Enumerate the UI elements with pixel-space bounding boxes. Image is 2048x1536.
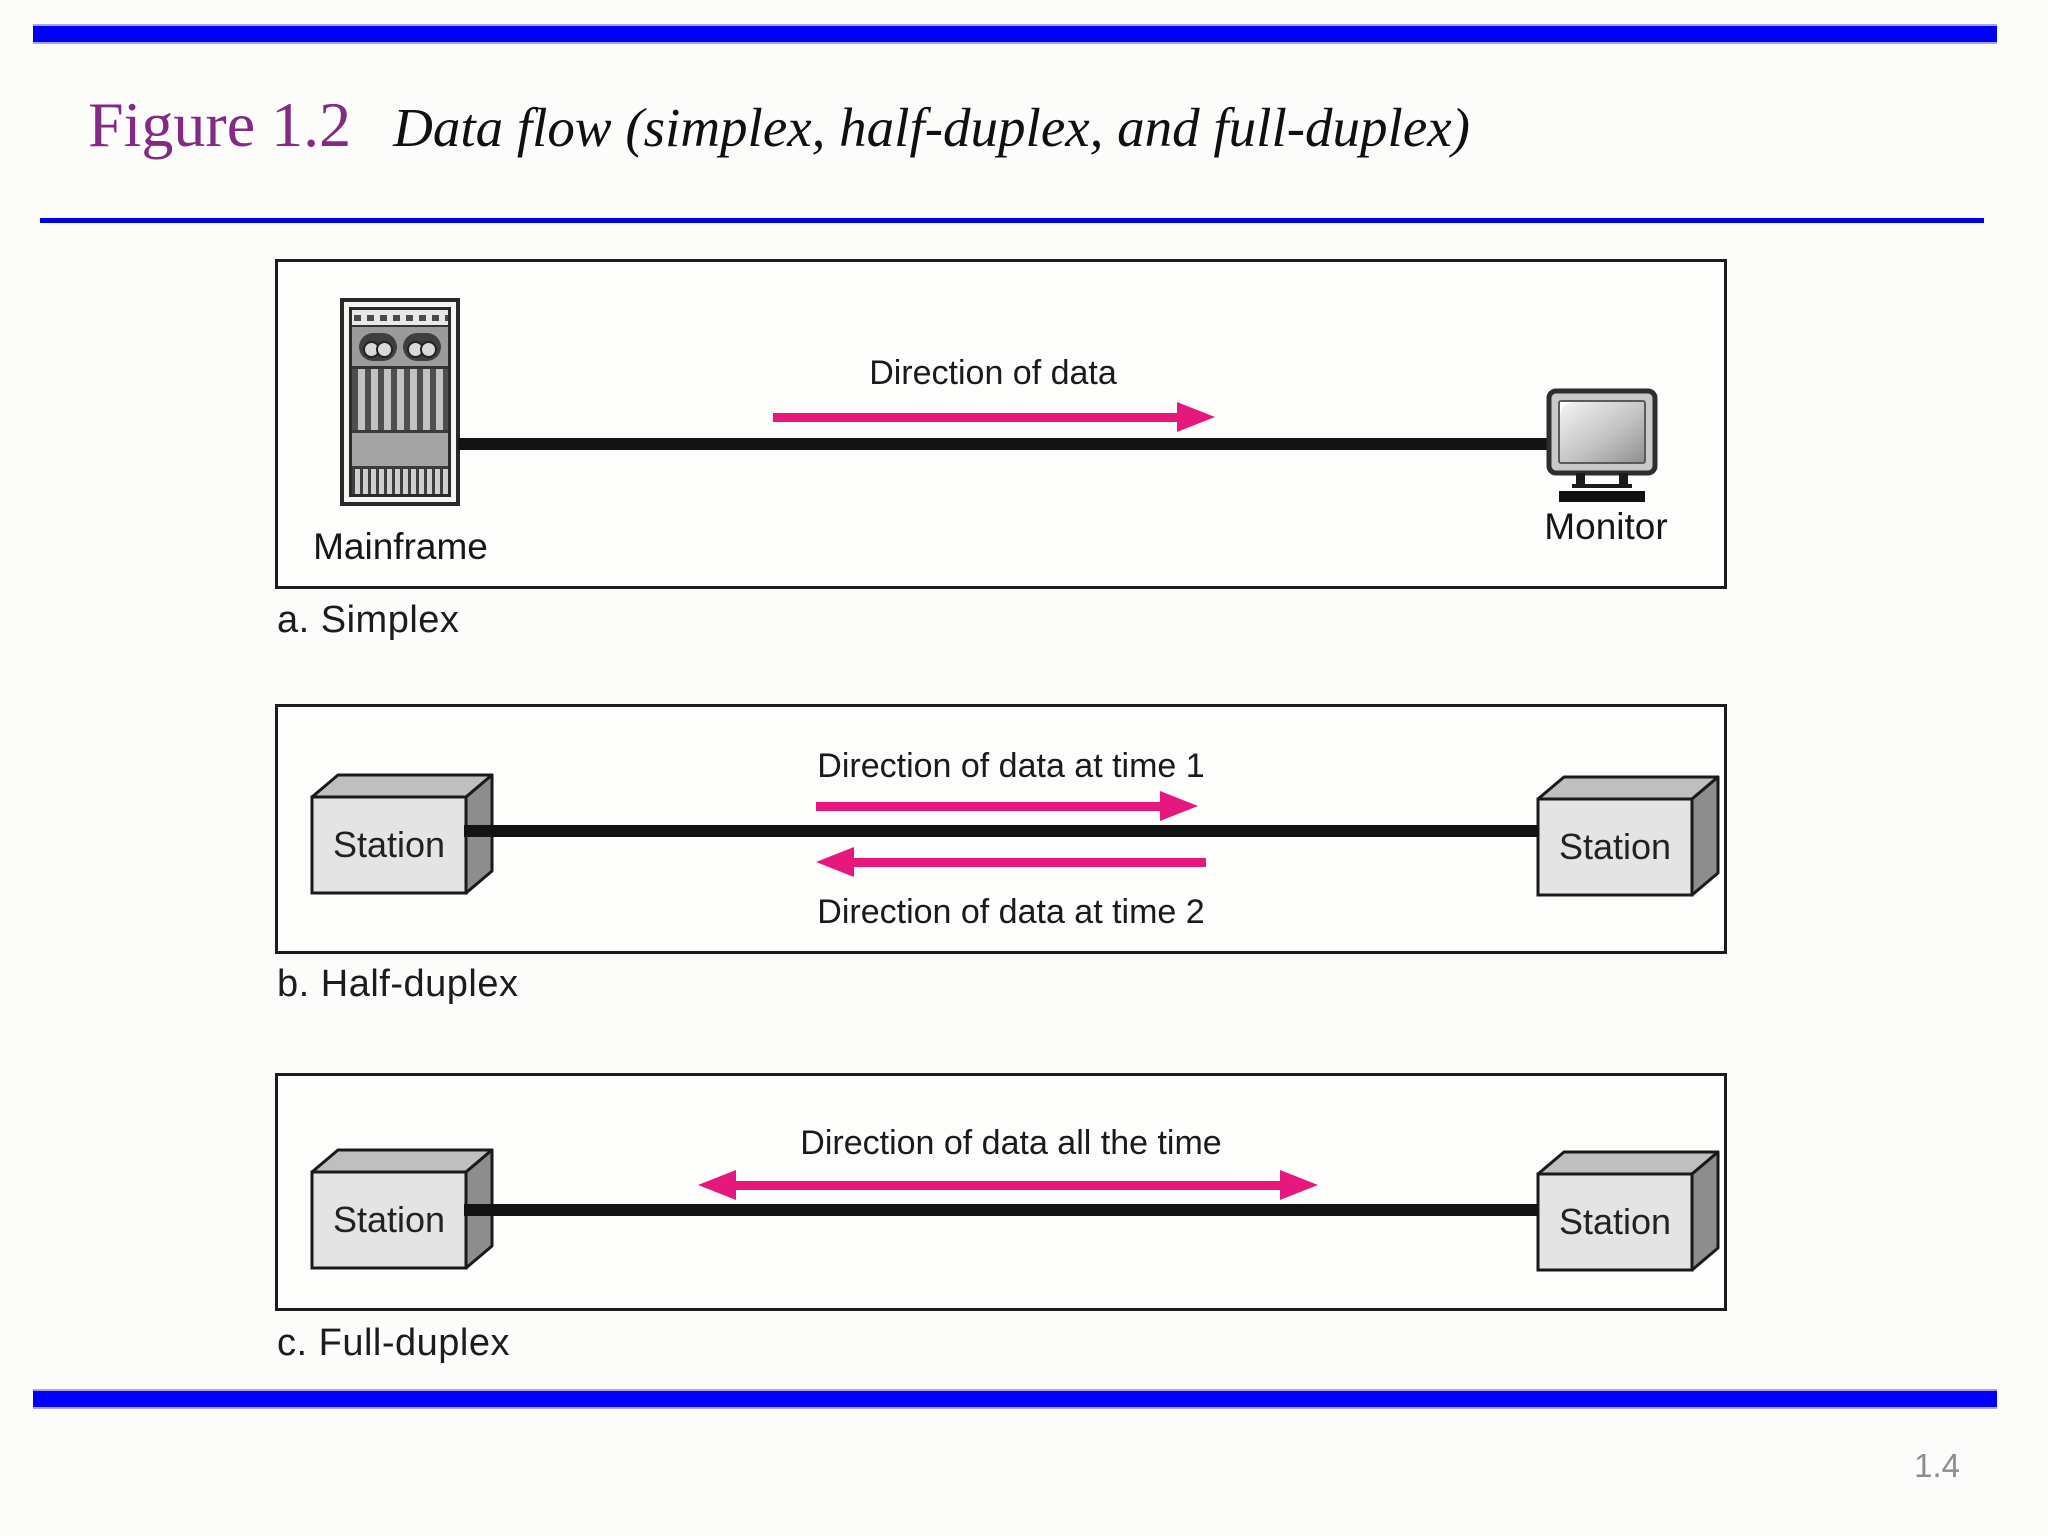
mainframe-icon bbox=[340, 298, 460, 506]
arrowhead-right-icon bbox=[1177, 402, 1215, 432]
arrow-shaft bbox=[736, 1180, 1280, 1190]
station-box-icon: Station bbox=[308, 1146, 496, 1272]
station-box-shape bbox=[310, 1148, 494, 1270]
station-side-face bbox=[1690, 1150, 1720, 1272]
figure-number: Figure 1.2 bbox=[88, 89, 352, 160]
station-box-shape bbox=[1536, 1150, 1720, 1272]
title-divider-line bbox=[40, 218, 1984, 223]
monitor-leg bbox=[1619, 473, 1628, 486]
arrowhead-right-icon bbox=[1280, 1170, 1318, 1200]
transmission-link-line bbox=[464, 825, 1538, 837]
station-top-face bbox=[310, 1148, 494, 1174]
arrow-label: Direction of data all the time bbox=[800, 1124, 1222, 1162]
screen-glare bbox=[1560, 402, 1578, 418]
figure-caption-text: Data flow (simplex, half-duplex, and ful… bbox=[393, 97, 1470, 158]
station-front-face bbox=[1536, 1172, 1694, 1272]
station-box-icon: Station bbox=[1534, 1148, 1722, 1274]
mainframe-body bbox=[349, 307, 451, 497]
station-top-face bbox=[1536, 1150, 1720, 1176]
arrow-label: Direction of data bbox=[869, 354, 1117, 392]
data-direction-arrow-right bbox=[816, 791, 1198, 821]
data-direction-arrow-right bbox=[773, 402, 1215, 432]
data-direction-arrow-left bbox=[816, 847, 1206, 877]
station-front-face bbox=[310, 795, 468, 895]
panel-full-duplex: Station Station Direction of data all th… bbox=[275, 1073, 1727, 1311]
station-side-face bbox=[1690, 775, 1720, 897]
top-accent-bar bbox=[33, 24, 1997, 44]
arrow-shaft bbox=[816, 801, 1160, 811]
mainframe-panel-stripes bbox=[352, 369, 448, 433]
mainframe-label: Mainframe bbox=[313, 526, 488, 567]
figure-title: Figure 1.2 Data flow (simplex, half-dupl… bbox=[88, 88, 1470, 162]
arrowhead-left-icon bbox=[816, 847, 854, 877]
mainframe-indicator-row bbox=[352, 310, 448, 325]
monitor-stand-bar bbox=[1572, 484, 1632, 488]
monitor-icon bbox=[1546, 388, 1658, 502]
panel-half-duplex: Station Station Direction of data at tim… bbox=[275, 704, 1727, 954]
bottom-accent-bar bbox=[33, 1389, 1997, 1409]
panel-simplex: Mainframe Direction of data Monitor bbox=[275, 259, 1727, 589]
station-box-shape bbox=[310, 773, 494, 895]
monitor-leg bbox=[1576, 473, 1585, 486]
station-label: Station bbox=[332, 824, 446, 865]
monitor-base bbox=[1559, 491, 1645, 502]
transmission-link-line bbox=[458, 438, 1550, 450]
station-top-face bbox=[310, 773, 494, 799]
station-top-face bbox=[1536, 775, 1720, 801]
station-front-face bbox=[1536, 797, 1694, 897]
page-number: 1.4 bbox=[1914, 1447, 1960, 1484]
station-label: Station bbox=[1558, 826, 1672, 867]
station-front-face bbox=[310, 1170, 468, 1270]
station-box-shape bbox=[1536, 775, 1720, 897]
arrowhead-right-icon bbox=[1160, 791, 1198, 821]
data-direction-arrow-both bbox=[698, 1170, 1318, 1200]
station-label: Station bbox=[1558, 1201, 1672, 1242]
arrow-shaft bbox=[773, 412, 1177, 422]
station-box-icon: Station bbox=[308, 771, 496, 897]
arrow-label: Direction of data at time 1 bbox=[817, 747, 1205, 785]
station-box-icon: Station bbox=[1534, 773, 1722, 899]
station-label: Station bbox=[332, 1199, 446, 1240]
mainframe-vent-stripes bbox=[352, 469, 448, 494]
caption-half-duplex: b. Half-duplex bbox=[277, 963, 519, 1005]
caption-simplex: a. Simplex bbox=[277, 599, 460, 641]
arrowhead-left-icon bbox=[698, 1170, 736, 1200]
tape-reel-icon bbox=[359, 332, 397, 361]
monitor-label: Monitor bbox=[1544, 506, 1668, 547]
arrow-label: Direction of data at time 2 bbox=[817, 893, 1205, 931]
monitor-screen bbox=[1558, 400, 1646, 464]
arrow-shaft bbox=[854, 857, 1206, 867]
mainframe-panel-plain bbox=[352, 433, 448, 469]
caption-full-duplex: c. Full-duplex bbox=[277, 1322, 510, 1364]
transmission-link-line bbox=[464, 1204, 1538, 1216]
mainframe-tape-reels bbox=[352, 325, 448, 369]
tape-reel-icon bbox=[403, 332, 441, 361]
